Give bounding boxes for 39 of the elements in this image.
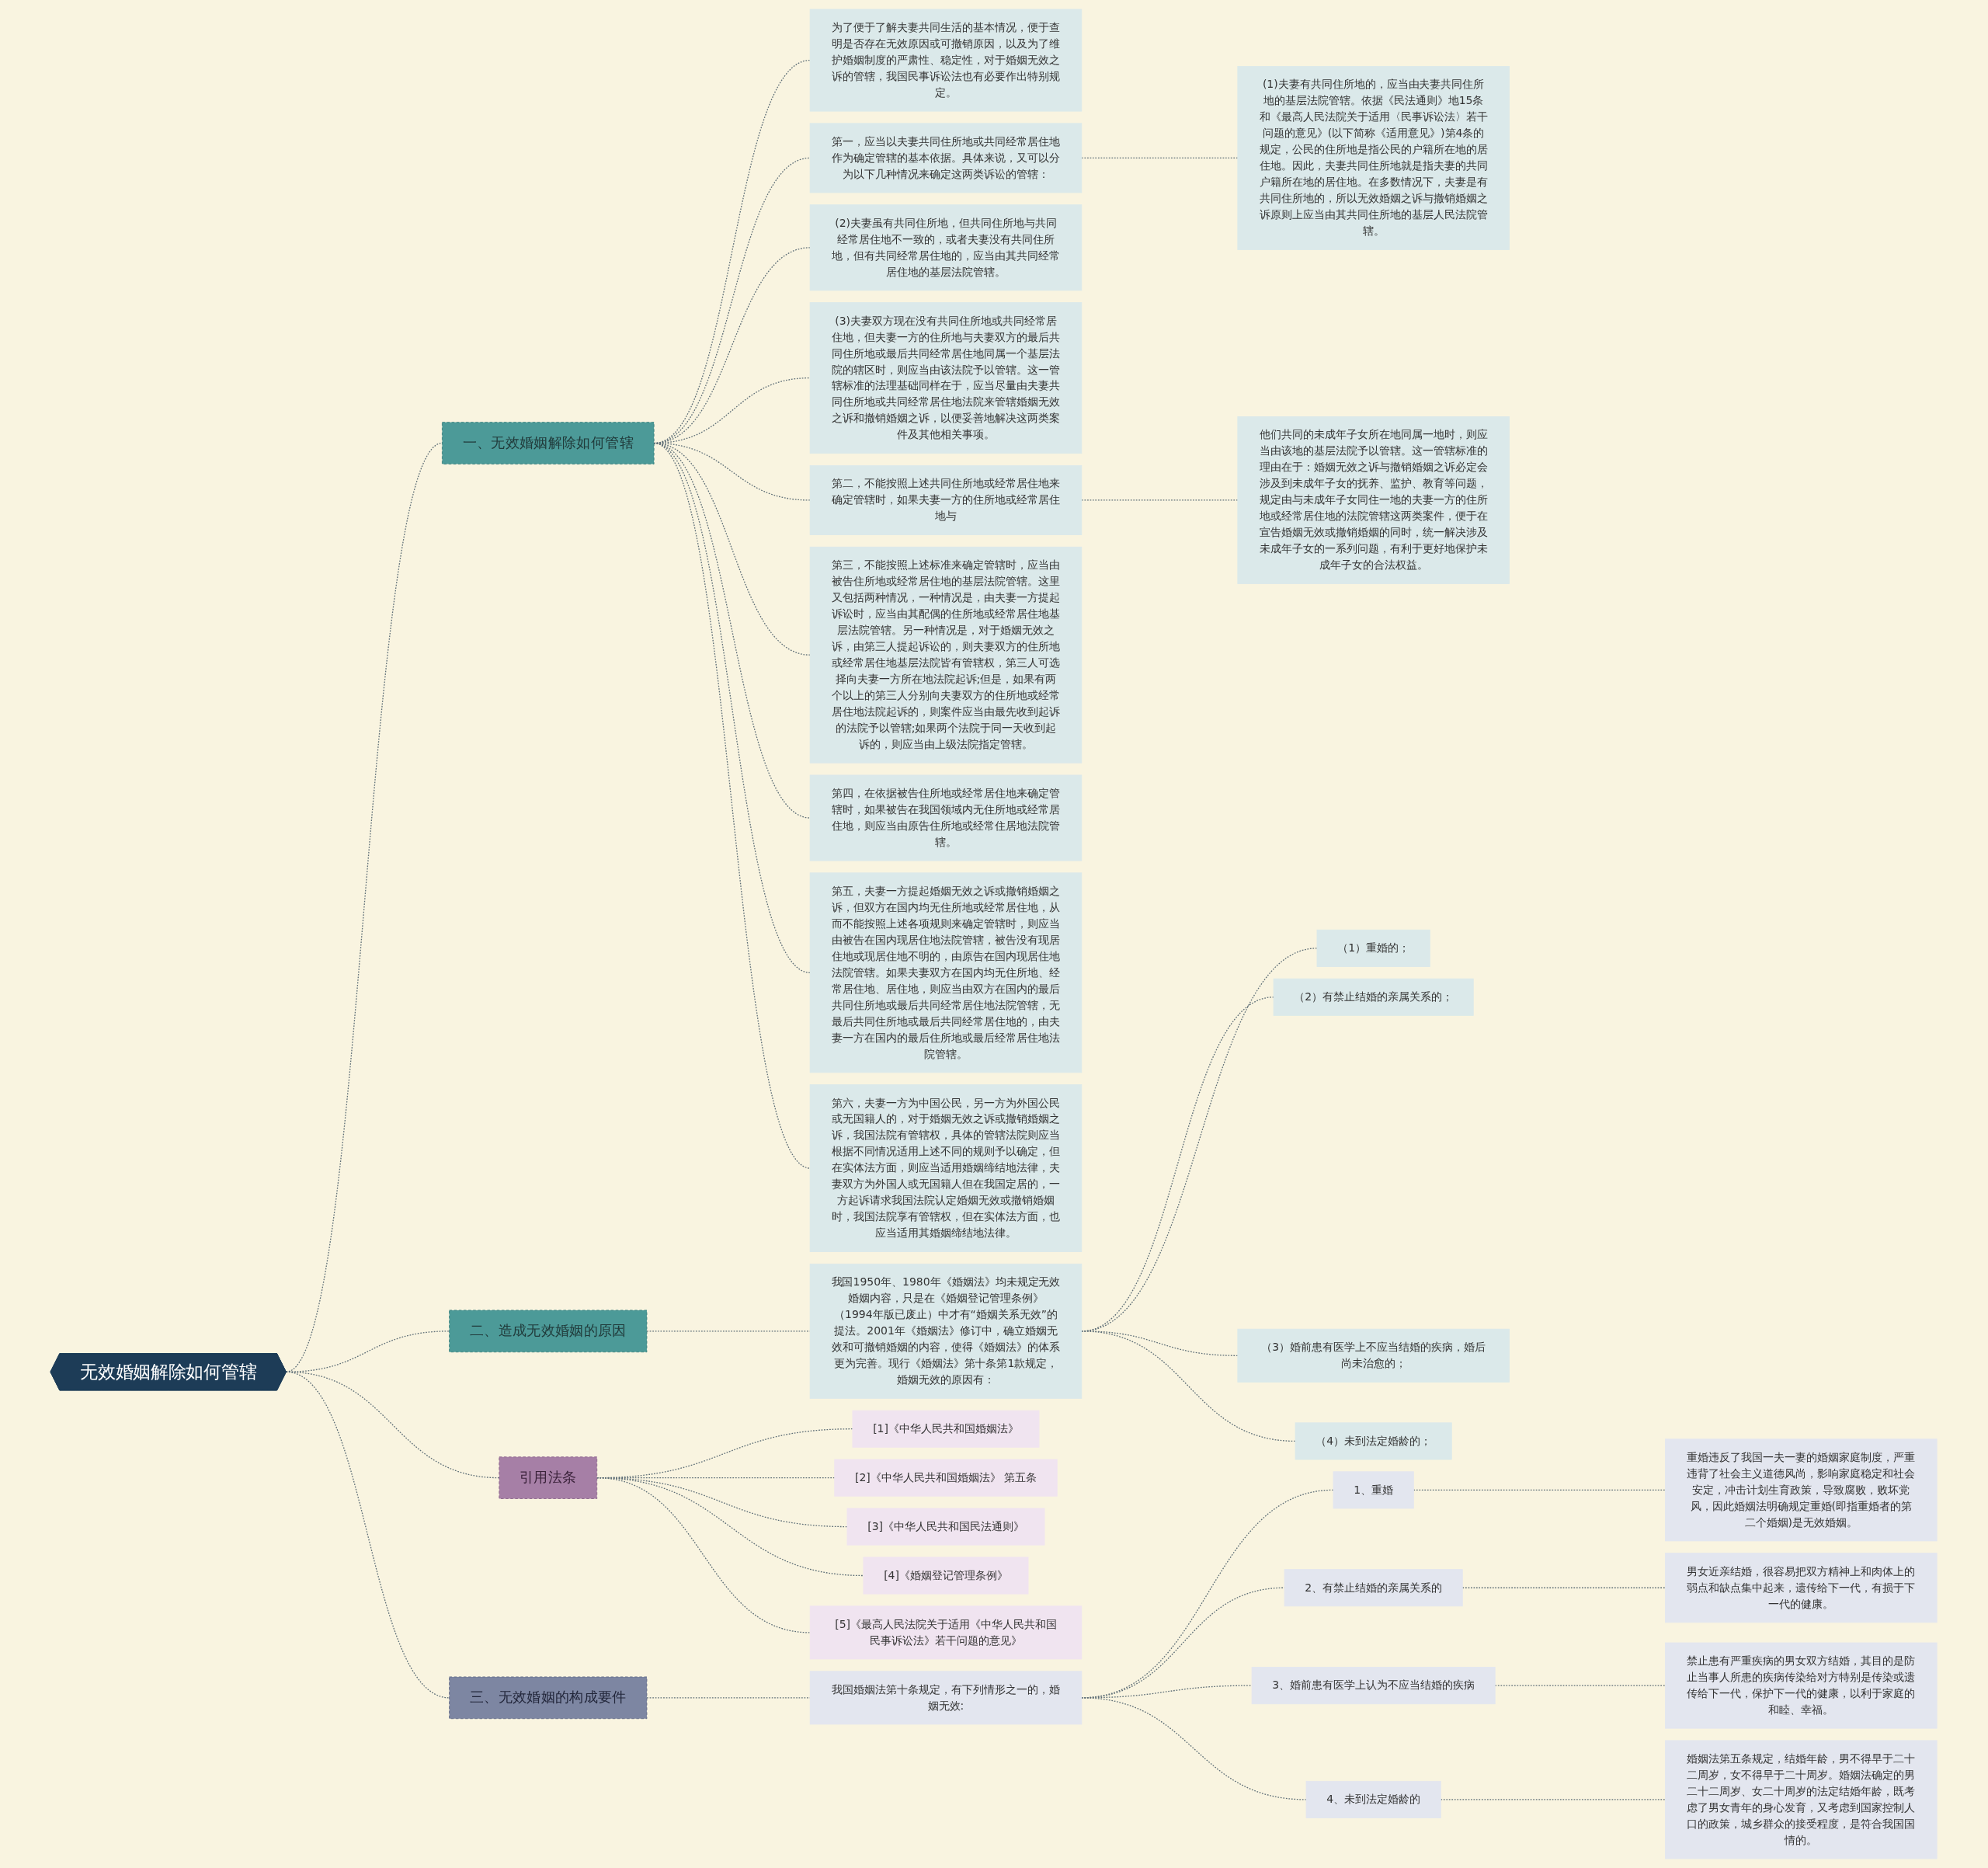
node-box: 他们共同的未成年子女所在地同属一地时，则应当由该地的基层法院予以管辖。这一管辖标准的理由在于：婚姻无效之诉与撤销婚姻之诉必定会涉及到未成年子女的抚养、监护、教育等问题，规定由与未成年子女同住一地的夫妻一方的住所地或经常居住地的法院管辖这两类案件，便于在宣告婚姻无效或撤销婚姻的同时，统一解决涉及未成年子女的一系列问题，有利于更好地保护未成年子女的合法权益。 [1237,416,1510,584]
node-box: 第三，不能按照上述标准来确定管辖时，应当由被告住所地或经常居住地的基层法院管辖。这里又包括两种情况，一种情况是，由夫妻一方提起诉讼时，应当由其配偶的住所地或经常居住地基层法院管辖。另一种情况是，对于婚姻无效之诉，由第三人提起诉讼的，则夫妻双方的住所地或经常居住地基层法院皆有管辖权，第三人可选择向夫妻一方所在地法院起诉;但是，如果有两个以上的第三人分别向夫妻双方的住所地或经常居住地法院起诉的，则案件应当由最先收到起诉的法院予以管辖;如果两个法院于同一天收到起诉的，则应当由上级法院指定管辖。 [810,546,1083,764]
node-box: 第五，夫妻一方提起婚姻无效之诉或撤销婚姻之诉，但双方在国内均无住所地或经常居住地，从而不能按照上述各项规则来确定管辖时，则应当由被告在国内现居住地法院管辖，被告没有现居住地或现居住地不明的，由原告在国内现居住地法院管辖。如果夫妻双方在国内均无住所地、经常居住地、居住地，则应当由双方在国内的最后共同住所地或最后共同经常居住地法院管辖，无最后共同住所地或最后共同经常居住地的，由夫妻一方在国内的最后住所地或最后经常居住地法院管辖。 [810,872,1083,1073]
node-box: [4]《婚姻登记管理条例》 [863,1557,1029,1595]
node-box: (2)夫妻虽有共同住所地，但共同住所地与共同经常居住地不一致的，或者夫妻没有共同住所地，但有共同经常居住地的，应当由其共同经常居住地的基层法院管辖。 [810,204,1083,291]
node-box: 婚姻法第五条规定，结婚年龄，男不得早于二十二周岁，女不得早于二十周岁。婚姻法确定的男二十二周岁、女二十周岁的法定结婚年龄，既考虑了男女青年的身心发育，又考虑到国家控制人口的政策，城乡群众的接受程度，是符合我国国情的。 [1665,1740,1938,1859]
node-box: 第一，应当以夫妻共同住所地或共同经常居住地作为确定管辖的基本依据。具体来说，又可以分为以下几种情况来确定这两类诉讼的管辖： [810,123,1083,193]
node-box: （3）婚前患有医学上不应当结婚的疾病，婚后尚未治愈的； [1237,1328,1510,1383]
node-box: 4、未到法定婚龄的 [1306,1780,1442,1818]
node-box: 一、无效婚姻解除如何管辖 [442,422,655,464]
node-box: 2、有禁止结婚的亲属关系的 [1284,1569,1464,1607]
connector [1413,1489,1667,1491]
node-box: 禁止患有严重疾病的男女双方结婚，其目的是防止当事人所患的疾病传染给对方特别是传染或遗传给下一代，保护下一代的健康，以利于家庭的和睦、幸福。 [1665,1642,1938,1729]
connector [1441,1799,1667,1800]
node-box: 我国1950年、1980年《婚姻法》均未规定无效婚姻内容，只是在《婚姻登记管理条例》（1994年版已废止）中才有“婚姻关系无效”的提法。2001年《婚姻法》修订中，确立婚姻无效和可撤销婚姻的内容，使得《婚姻法》的体系更为完善。现行《婚姻法》第十条第1款规定，婚姻无效的原因有： [810,1263,1083,1399]
node-box: [5]《最高人民法院关于适用《中华人民共和国民事诉讼法》若干问题的意见》 [810,1605,1083,1660]
node-box: [2]《中华人民共和国婚姻法》 第五条 [834,1459,1058,1497]
node-box: 引用法条 [499,1456,598,1499]
node-box: 重婚违反了我国一夫一妻的婚姻家庭制度，严重违背了社会主义道德风尚，影响家庭稳定和社会安定，冲击计划生育政策，导致腐败，败坏党风，因此婚姻法明确规定重婚(即指重婚者的第二个婚姻)是无效婚姻。 [1665,1438,1938,1542]
node-box: 第四，在依据被告住所地或经常居住地来确定管辖时，如果被告在我国领域内无住所地或经常居住地，则应当由原告住所地或经常住居地法院管辖。 [810,774,1083,861]
node-box: （4）未到法定婚龄的； [1295,1422,1453,1460]
node-box: 三、无效婚姻的构成要件 [449,1676,648,1720]
node-box: （2）有禁止结婚的亲属关系的； [1274,978,1475,1016]
node-box: [3]《中华人民共和国民法通则》 [846,1508,1045,1546]
connector [286,1371,450,1699]
node-box: 我国婚姻法第十条规定，有下列情形之一的，婚姻无效: [810,1671,1083,1725]
node-box: 男女近亲结婚，很容易把双方精神上和肉体上的弱点和缺点集中起来，遗传给下一代，有损于下一代的健康。 [1665,1553,1938,1623]
node-box: 1、重婚 [1333,1471,1415,1509]
node-box: [1]《中华人民共和国婚姻法》 [852,1410,1040,1448]
node-box: 二、造成无效婚姻的原因 [449,1310,648,1353]
node-box: 3、婚前患有医学上认为不应当结婚的疾病 [1252,1667,1496,1705]
node-box: (3)夫妻双方现在没有共同住所地或共同经常居住地，但夫妻一方的住所地与夫妻双方的最后共同住所地或最后共同经常居住地同属一个基层法院的辖区时，则应当由该法院予以管辖。这一管辖标准的法理基础同样在于，应当尽量由夫妻共同住所地或共同经常居住地法院来管辖婚姻无效之诉和撤销婚姻之诉，以便妥善地解决这两类案件及其他相关事项。 [810,302,1083,454]
node-box: 为了便于了解夫妻共同生活的基本情况，便于查明是否存在无效原因或可撤销原因，以及为了维护婚姻制度的严肃性、稳定性，对于婚姻无效之诉的管辖，我国民事诉讼法也有必要作出特别规定。 [810,9,1083,112]
node-box: 第二，不能按照上述共同住所地或经常居住地来确定管辖时，如果夫妻一方的住所地或经常居住地与 [810,464,1083,535]
node-box: 第六，夫妻一方为中国公民，另一方为外国公民或无国籍人的，对于婚姻无效之诉或撤销婚姻之诉，我国法院有管辖权，具体的管辖法院则应当根据不同情况适用上述不同的规则予以确定，但在实体法方面，则应当适用婚姻缔结地法律，夫妻双方为外国人或无国籍人但在我国定居的，一方起诉请求我国法院认定婚姻无效或撤销婚姻时，我国法院享有管辖权，但在实体法方面，也应当适用其婚姻缔结地法律。 [810,1084,1083,1252]
connector [1462,1587,1667,1588]
node-box: （1）重婚的； [1317,929,1431,967]
connector [1494,1685,1667,1686]
node-box: (1)夫妻有共同住所地的，应当由夫妻共同住所地的基层法院管辖。依据《民法通则》地15条和《最高人民法院关于适用〈民事诉讼法〉若干问题的意见》(以下简称《适用意见》)第4条的规定，公民的住所地是指公民的户籍所在地的居住地。因此，夫妻共同住所地就是指夫妻的共同户籍所在地的居住地。在多数情况下，夫妻是有共同住所地的，所以无效婚姻之诉与撤销婚姻之诉原则上应当由其共同住所地的基层人民法院管辖。 [1237,66,1510,250]
